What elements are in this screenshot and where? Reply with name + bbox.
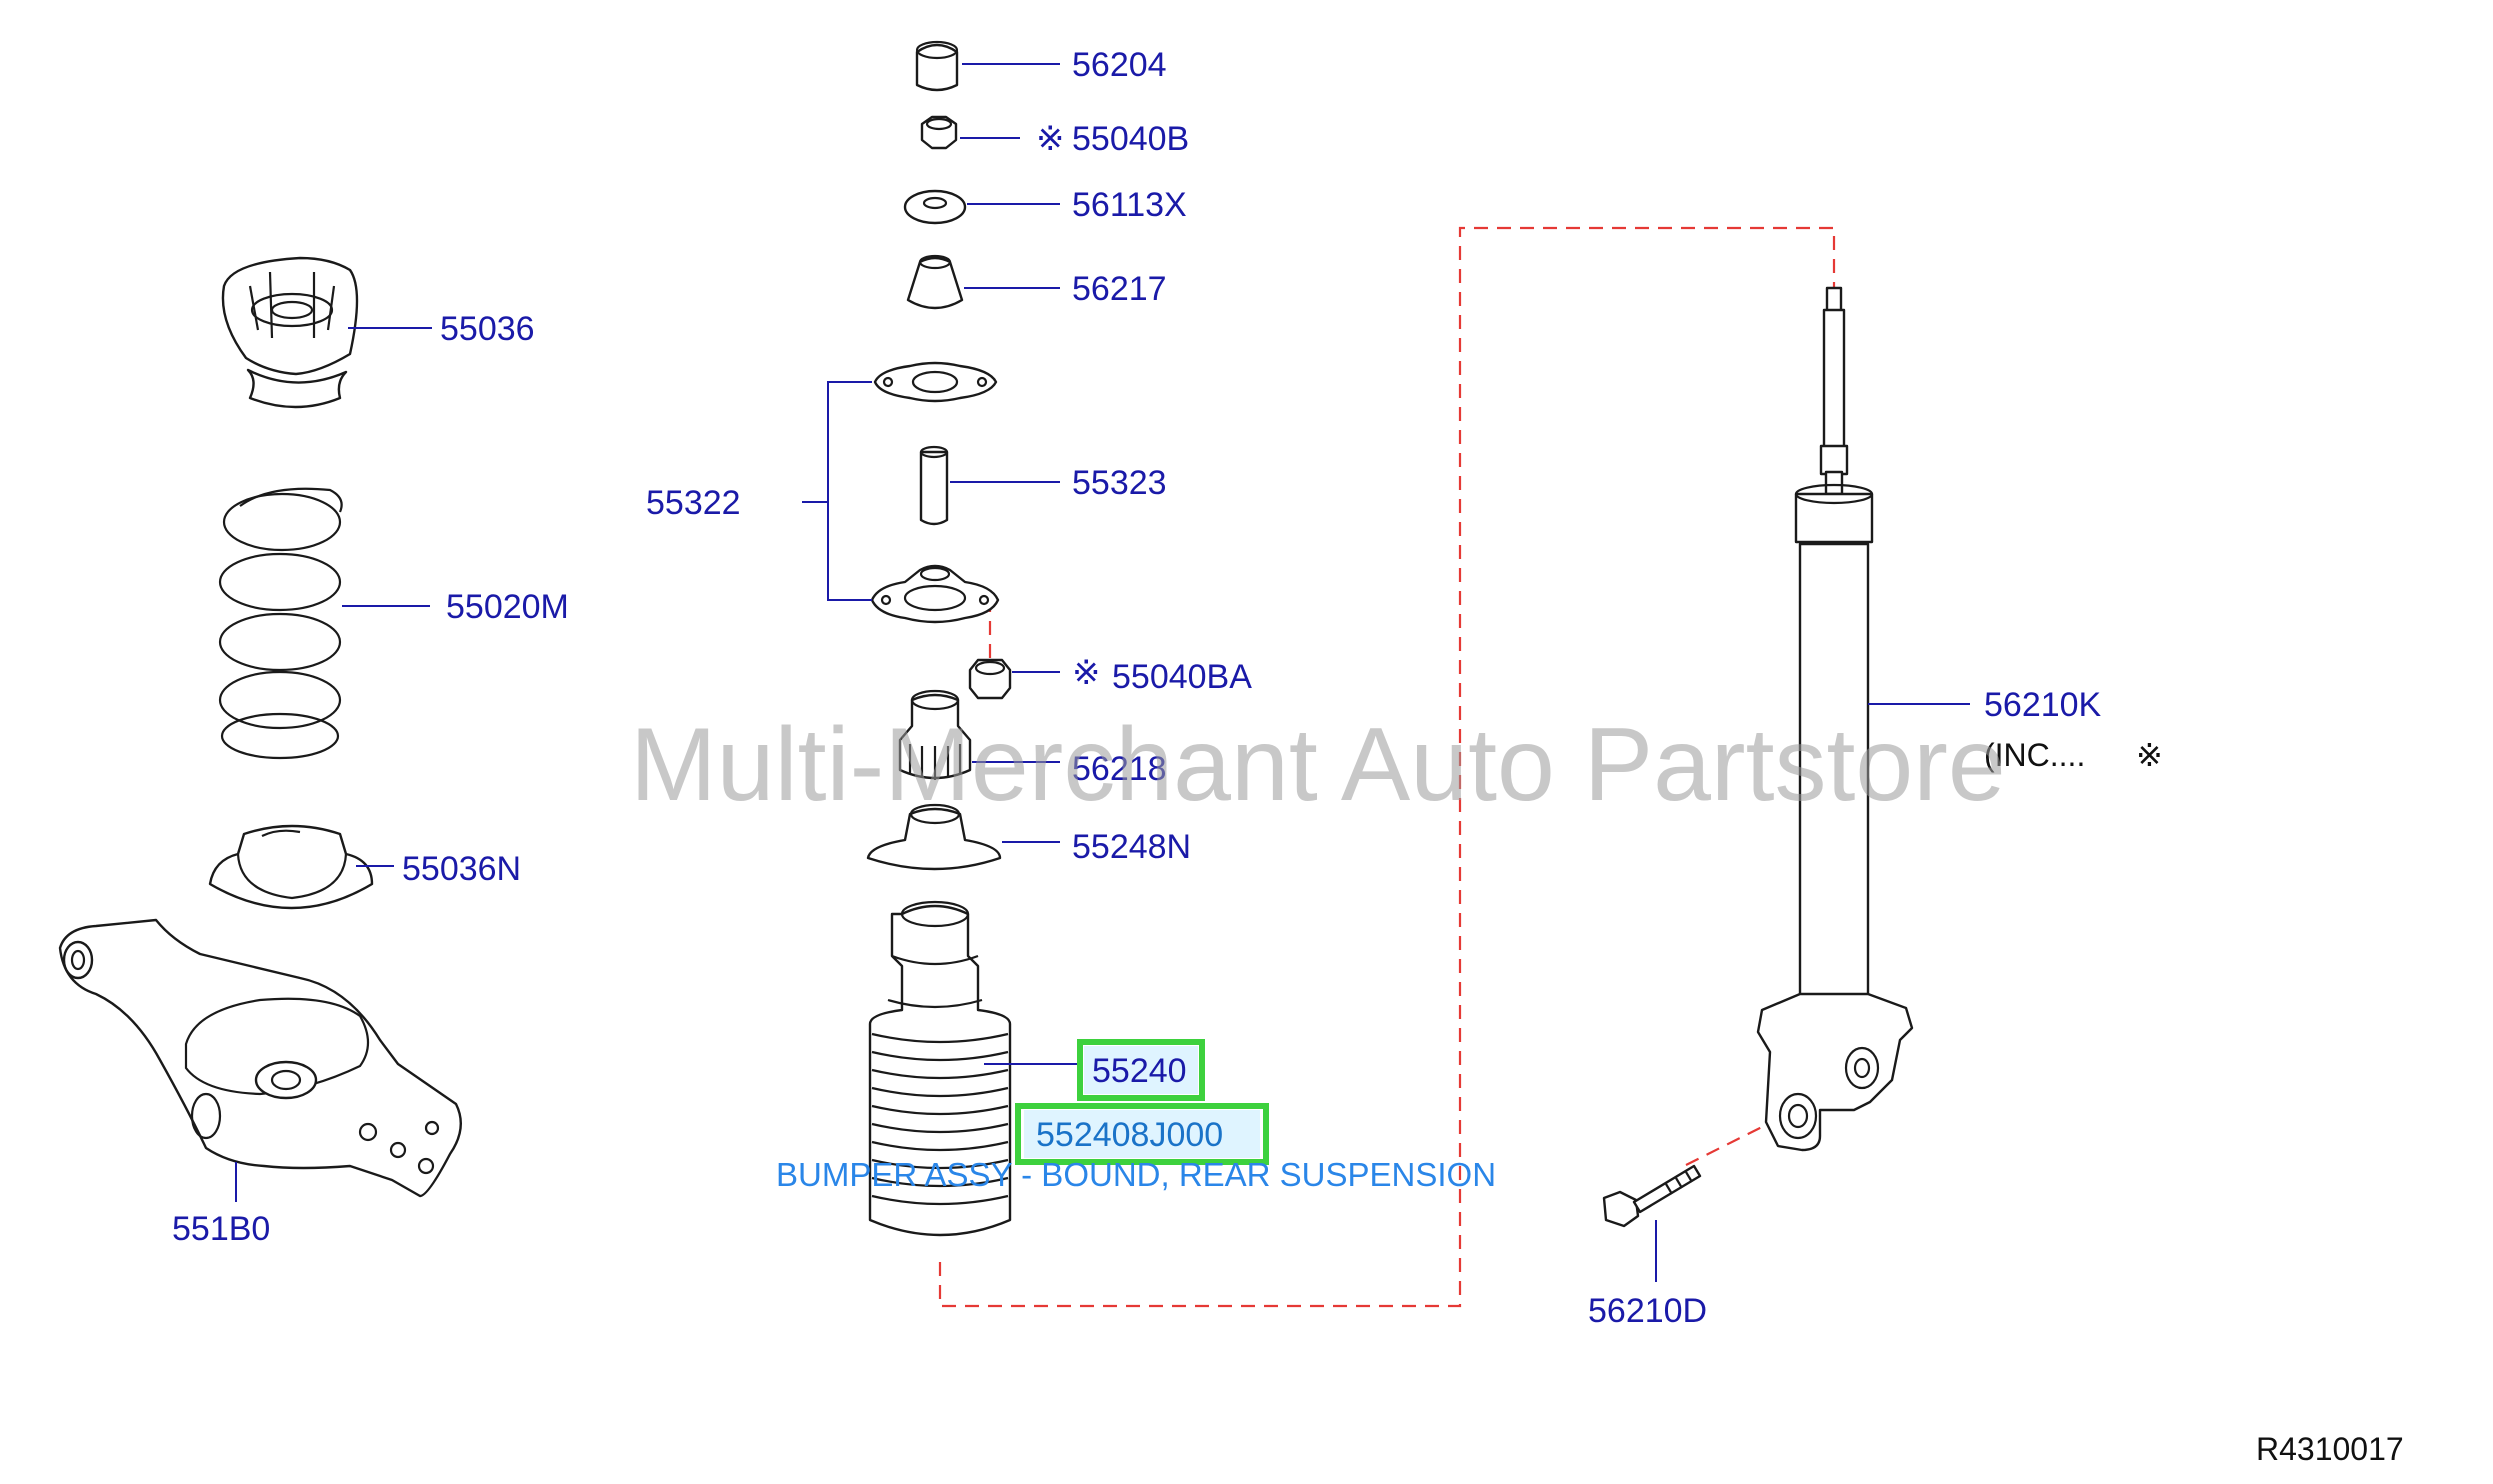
kome-mark-icon: ※ xyxy=(1036,120,1065,158)
label-55040b[interactable]: 55040B xyxy=(1072,120,1189,158)
label-55020m[interactable]: 55020M xyxy=(446,588,569,626)
part-56113x-washer[interactable] xyxy=(903,189,967,225)
bracket-55322 xyxy=(802,381,872,601)
part-56210k-shock-absorber[interactable] xyxy=(1756,286,1914,1152)
label-55248n[interactable]: 55248N xyxy=(1072,828,1191,866)
part-55036-insulator[interactable] xyxy=(221,256,359,409)
label-56113x[interactable]: 56113X xyxy=(1072,186,1187,224)
label-56204[interactable]: 56204 xyxy=(1072,46,1167,84)
part-55040b-nut[interactable] xyxy=(920,115,958,150)
label-56217[interactable]: 56217 xyxy=(1072,270,1167,308)
watermark: Multi-Merchant Auto Partstore xyxy=(630,707,2006,823)
label-55323[interactable]: 55323 xyxy=(1072,464,1167,502)
part-description: BUMPER ASSY - BOUND, REAR SUSPENSION xyxy=(776,1156,1496,1193)
part-56210d-bolt[interactable] xyxy=(1602,1164,1702,1228)
kome-mark-icon: ※ xyxy=(2136,737,2163,773)
label-55040ba[interactable]: 55040BA xyxy=(1112,658,1252,696)
kome-mark-icon: ※ xyxy=(1072,654,1101,692)
label-56210k[interactable]: 56210K xyxy=(1984,686,2102,724)
part-55248n-seat[interactable] xyxy=(866,803,1002,871)
part-55322-mount-lower[interactable] xyxy=(870,564,1000,624)
part-55020m-coil-spring[interactable] xyxy=(218,487,343,760)
label-55240[interactable]: 55240 xyxy=(1092,1052,1187,1090)
part-55323-pin[interactable] xyxy=(919,445,949,526)
label-56210d[interactable]: 56210D xyxy=(1588,1292,1707,1330)
label-55322[interactable]: 55322 xyxy=(646,484,741,522)
label-56218[interactable]: 56218 xyxy=(1072,750,1167,788)
label-56210k-note: (INC.... xyxy=(1984,737,2085,773)
highlight-552408j000[interactable] xyxy=(1015,1103,1269,1165)
part-55036n-seat[interactable] xyxy=(208,824,374,910)
part-55240-bumper-assy[interactable] xyxy=(868,900,1012,1237)
part-56218-bushing[interactable] xyxy=(898,689,972,780)
part-551b0-lower-arm[interactable] xyxy=(58,918,462,1198)
label-552408j000[interactable]: 552408J000 xyxy=(1036,1116,1223,1154)
part-labels: 56204 ※ 55040B 56113X 56217 55036 55322 … xyxy=(172,46,2163,1330)
label-55036n[interactable]: 55036N xyxy=(402,850,521,888)
label-551b0[interactable]: 551B0 xyxy=(172,1210,270,1248)
part-56204-cap[interactable] xyxy=(915,40,959,92)
diagram-reference-code: R4310017 xyxy=(2256,1431,2404,1467)
label-55036[interactable]: 55036 xyxy=(440,310,535,348)
highlight-55240[interactable] xyxy=(1077,1039,1205,1101)
part-55322-plate-upper[interactable] xyxy=(873,361,998,403)
part-55040ba-nut[interactable] xyxy=(968,658,1012,700)
part-56217-bushing[interactable] xyxy=(906,254,964,310)
